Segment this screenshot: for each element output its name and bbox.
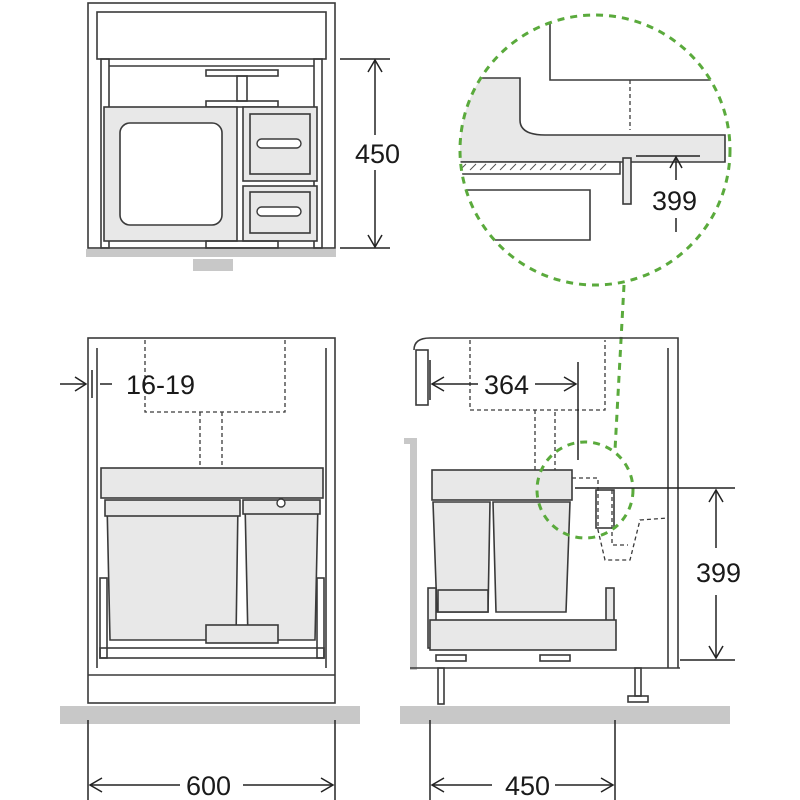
side-width-dimension: 450 — [505, 771, 550, 800]
front-offset-dimension: 16-19 — [126, 370, 195, 400]
detail-view — [458, 13, 732, 451]
detail-height-dimension: 399 — [652, 186, 697, 216]
plinth — [193, 259, 233, 271]
detail-callout-circle — [458, 13, 732, 287]
side-height-dimension: 399 — [696, 558, 741, 588]
front-view — [60, 337, 360, 800]
front-width-dimension: 600 — [186, 771, 231, 800]
side-depth-dimension: 364 — [484, 370, 529, 400]
top-height-dimension: 450 — [355, 139, 400, 169]
floor-strip — [86, 249, 336, 257]
side-view — [400, 337, 735, 800]
top-view — [86, 2, 390, 271]
